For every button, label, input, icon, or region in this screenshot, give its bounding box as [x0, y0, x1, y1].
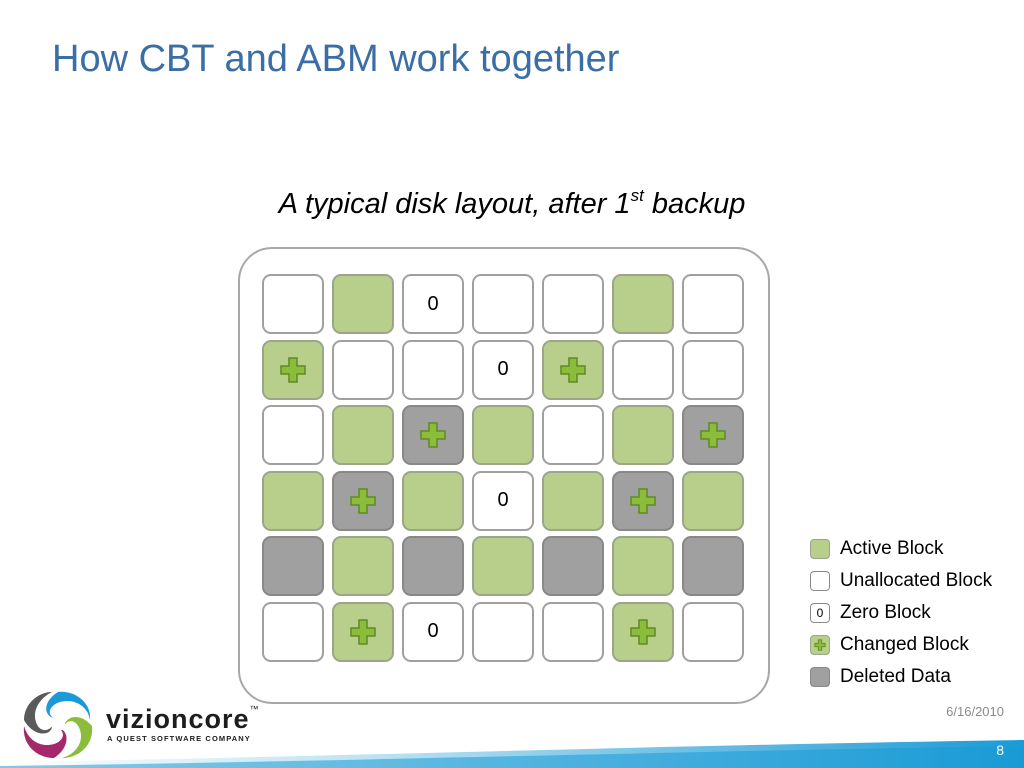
active-block [682, 470, 744, 531]
changed-block [332, 601, 394, 662]
subtitle-superscript: st [630, 186, 644, 205]
changed-block [682, 405, 744, 465]
legend-swatch [810, 571, 830, 591]
changed-block [542, 339, 604, 400]
active-block [472, 536, 534, 596]
plus-icon [280, 356, 306, 383]
legend-label: Deleted Data [840, 666, 951, 687]
active-block [402, 470, 464, 531]
plus-icon [560, 356, 586, 383]
active-block [612, 405, 674, 465]
zero-block: 0 [402, 274, 464, 334]
unallocated-block [402, 339, 464, 400]
unallocated-block [262, 405, 324, 465]
changed-block [332, 470, 394, 531]
unallocated-block [262, 601, 324, 662]
slide-date: 6/16/2010 [946, 704, 1004, 719]
unallocated-block [682, 601, 744, 662]
active-block [332, 536, 394, 596]
unallocated-block [682, 274, 744, 334]
unallocated-block [542, 274, 604, 334]
plus-icon [350, 487, 376, 514]
unallocated-block [332, 339, 394, 400]
diagram-subtitle: A typical disk layout, after 1st backup [0, 186, 1024, 221]
zero-label: 0 [427, 292, 439, 315]
deleted-block [682, 536, 744, 596]
deleted-block [262, 536, 324, 596]
legend-label: Unallocated Block [840, 570, 993, 591]
legend-zero-symbol: 0 [816, 606, 824, 620]
footer-band [0, 740, 1024, 768]
unallocated-block [682, 339, 744, 400]
active-block [472, 405, 534, 465]
changed-block [612, 470, 674, 531]
brand-name: vizioncore™ [106, 704, 260, 735]
active-block [332, 405, 394, 465]
legend-label: Changed Block [840, 634, 969, 655]
legend-label: Active Block [840, 538, 944, 559]
changed-block [402, 405, 464, 465]
unallocated-block [262, 274, 324, 334]
legend-item: 0 Zero Block [810, 600, 931, 626]
zero-label: 0 [497, 358, 509, 380]
changed-block [262, 339, 324, 400]
brand-tagline: A QUEST SOFTWARE COMPANY [107, 734, 251, 743]
zero-label: 0 [497, 489, 509, 511]
zero-block: 0 [402, 601, 464, 662]
slide-title: How CBT and ABM work together [52, 38, 620, 80]
unallocated-block [472, 601, 534, 662]
legend-swatch [810, 539, 830, 559]
brand-name-text: vizioncore [106, 704, 250, 734]
unallocated-block [542, 405, 604, 465]
legend-item: Deleted Data [810, 664, 951, 690]
zero-block: 0 [472, 470, 534, 531]
legend-item: Active Block [810, 536, 943, 562]
subtitle-tail: backup [643, 188, 746, 220]
plus-icon [350, 618, 376, 645]
plus-icon [700, 422, 726, 448]
active-block [612, 274, 674, 334]
legend-swatch [810, 635, 830, 655]
active-block [262, 470, 324, 531]
deleted-block [402, 536, 464, 596]
active-block [542, 470, 604, 531]
active-block [612, 536, 674, 596]
plus-icon [814, 639, 826, 651]
legend-item: Unallocated Block [810, 568, 992, 594]
subtitle-main: A typical disk layout, after 1 [278, 188, 631, 220]
zero-block: 0 [472, 339, 534, 400]
plus-icon [420, 422, 446, 448]
plus-icon [630, 618, 656, 645]
page-number: 8 [996, 742, 1004, 758]
changed-block [612, 601, 674, 662]
legend-label: Zero Block [840, 602, 931, 623]
brand-trademark: ™ [249, 704, 260, 714]
deleted-block [542, 536, 604, 596]
zero-label: 0 [427, 620, 439, 642]
unallocated-block [472, 274, 534, 334]
plus-icon [630, 487, 656, 514]
unallocated-block [542, 601, 604, 662]
legend-item: Changed Block [810, 632, 969, 658]
legend-swatch: 0 [810, 603, 830, 623]
unallocated-block [612, 339, 674, 400]
vizioncore-logo-icon [23, 691, 93, 758]
legend-swatch [810, 667, 830, 687]
active-block [332, 274, 394, 334]
